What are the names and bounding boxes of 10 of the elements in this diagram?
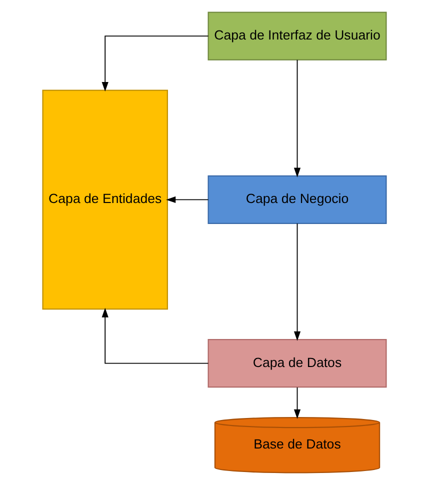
arrow [102,36,209,92]
node-box: Capa de Datos [208,338,387,388]
arrow [102,308,209,364]
arrow [294,59,301,178]
arrow [294,223,301,341]
node-box: Capa de Entidades [42,90,168,310]
arrow [166,196,209,204]
node-box: Capa de Negocio [208,175,387,224]
node-box: Capa de Interfaz de Usuario [208,12,387,60]
arrow [294,386,301,419]
